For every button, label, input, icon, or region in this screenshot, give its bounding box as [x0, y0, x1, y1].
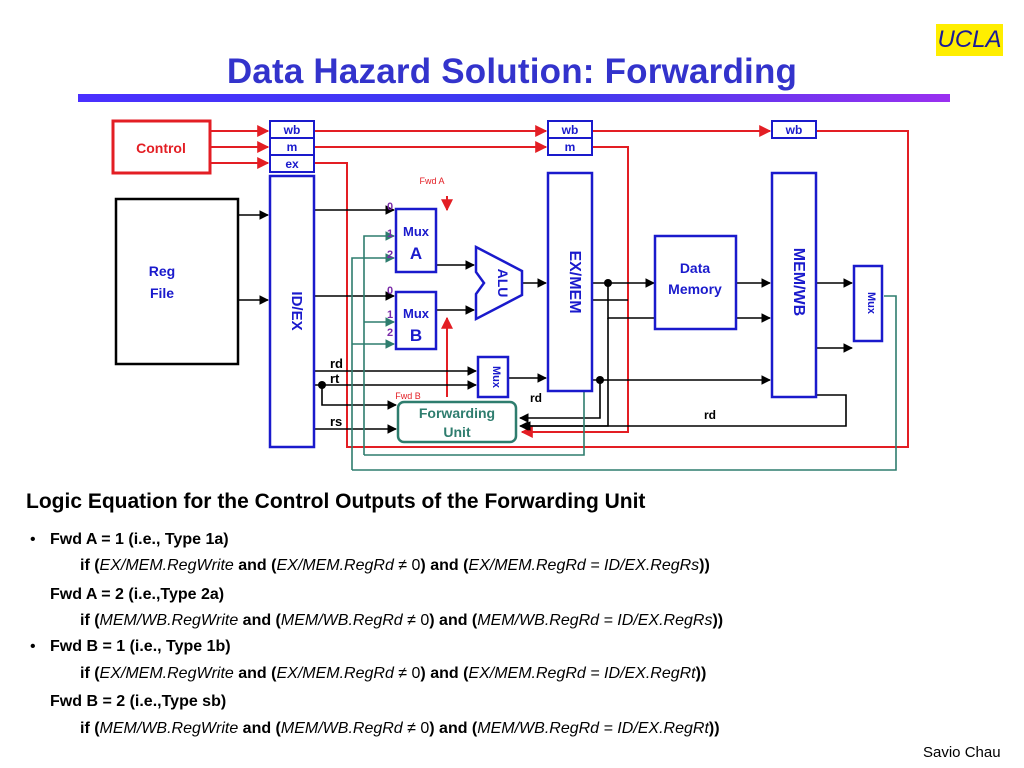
bullet: • [30, 531, 36, 548]
mux-b-label: Mux [403, 306, 430, 321]
fwd-b-label: Fwd B [395, 391, 421, 401]
logo-text: UCLA [937, 26, 1002, 53]
ucla-logo: UCLA [936, 24, 1003, 56]
memwb-wb-label: wb [785, 123, 803, 137]
forwarding-diagram: Control Reg File wb m ex ID/EX Mux A 0 1… [78, 94, 950, 471]
datapath-wires [238, 205, 853, 434]
forwarding-unit [396, 400, 518, 444]
dest-mux [476, 355, 510, 399]
mux-a [394, 207, 438, 274]
control-wires [210, 125, 909, 448]
idex-wb-label: wb [283, 123, 301, 137]
memwb-wb-field [771, 120, 817, 139]
regfile-label-1: Reg [149, 263, 175, 279]
memwb-label: MEM/WB [790, 248, 807, 316]
forwarding-unit-label-2: Unit [443, 424, 471, 440]
equation-condition: if (MEM/WB.RegWrite and (MEM/WB.RegRd ≠ … [80, 720, 720, 737]
rd-label-idex: rd [330, 356, 343, 371]
mux-a-letter: A [410, 244, 422, 263]
exmem-m-label: m [565, 140, 576, 154]
writeback-mux [852, 264, 884, 343]
rd-label-memwb: rd [704, 408, 716, 422]
mux-b [394, 290, 438, 351]
idex-label: ID/EX [288, 291, 305, 330]
author-credit: Savio Chau [923, 744, 1001, 761]
idex-m-label: m [287, 140, 298, 154]
mux-a-input-0: 0 [387, 201, 393, 213]
idex-register [268, 174, 316, 449]
mux-b-input-1: 1 [387, 309, 393, 321]
rt-label-idex: rt [330, 371, 340, 386]
alu-label: ALU [495, 269, 511, 298]
exmem-label: EX/MEM [566, 250, 583, 313]
equation-condition: if (MEM/WB.RegWrite and (MEM/WB.RegRd ≠ … [80, 612, 724, 629]
memwb-register [770, 171, 818, 399]
equation-condition: if (EX/MEM.RegWrite and (EX/MEM.RegRd ≠ … [80, 665, 707, 682]
title-underline [78, 94, 950, 102]
idex-ex-label: ex [285, 157, 299, 171]
exmem-wb-label: wb [561, 123, 579, 137]
rs-label-idex: rs [330, 414, 342, 429]
register-file [114, 197, 240, 366]
equation-label: Fwd B = 2 (i.e.,Type sb) [50, 693, 227, 710]
regfile-label-2: File [150, 285, 174, 301]
data-memory-label-1: Data [680, 260, 711, 276]
forwarding-unit-label-1: Forwarding [419, 405, 495, 421]
equations-heading: Logic Equation for the Control Outputs o… [26, 490, 646, 513]
mux-b-input-2: 2 [387, 327, 393, 339]
mux-a-input-2: 2 [387, 249, 393, 261]
mux-a-input-1: 1 [387, 228, 393, 240]
fwd-a-label: Fwd A [419, 176, 444, 186]
mux-b-letter: B [410, 326, 422, 345]
mux-a-label: Mux [403, 224, 430, 239]
data-memory-label-2: Memory [668, 281, 722, 297]
equation-label: Fwd A = 2 (i.e.,Type 2a) [50, 586, 225, 603]
mux-b-input-0: 0 [387, 285, 393, 297]
alu [474, 244, 524, 322]
exmem-register [546, 171, 594, 393]
control-label: Control [136, 140, 186, 156]
junction-dots [318, 279, 612, 389]
equation-label: Fwd B = 1 (i.e., Type 1b) [50, 638, 231, 655]
bullet: • [30, 638, 36, 655]
exmem-m-field [547, 137, 593, 156]
page-title: Data Hazard Solution: Forwarding [226, 52, 798, 91]
dest-mux-label: Mux [490, 366, 502, 389]
equation-condition: if (EX/MEM.RegWrite and (EX/MEM.RegRd ≠ … [80, 557, 710, 574]
idex-ex-field [269, 154, 315, 173]
writeback-mux-label: Mux [865, 292, 877, 315]
equation-label: Fwd A = 1 (i.e., Type 1a) [50, 531, 229, 548]
rd-label-exmem: rd [530, 391, 542, 405]
control-unit [111, 119, 212, 175]
data-memory [653, 234, 738, 331]
